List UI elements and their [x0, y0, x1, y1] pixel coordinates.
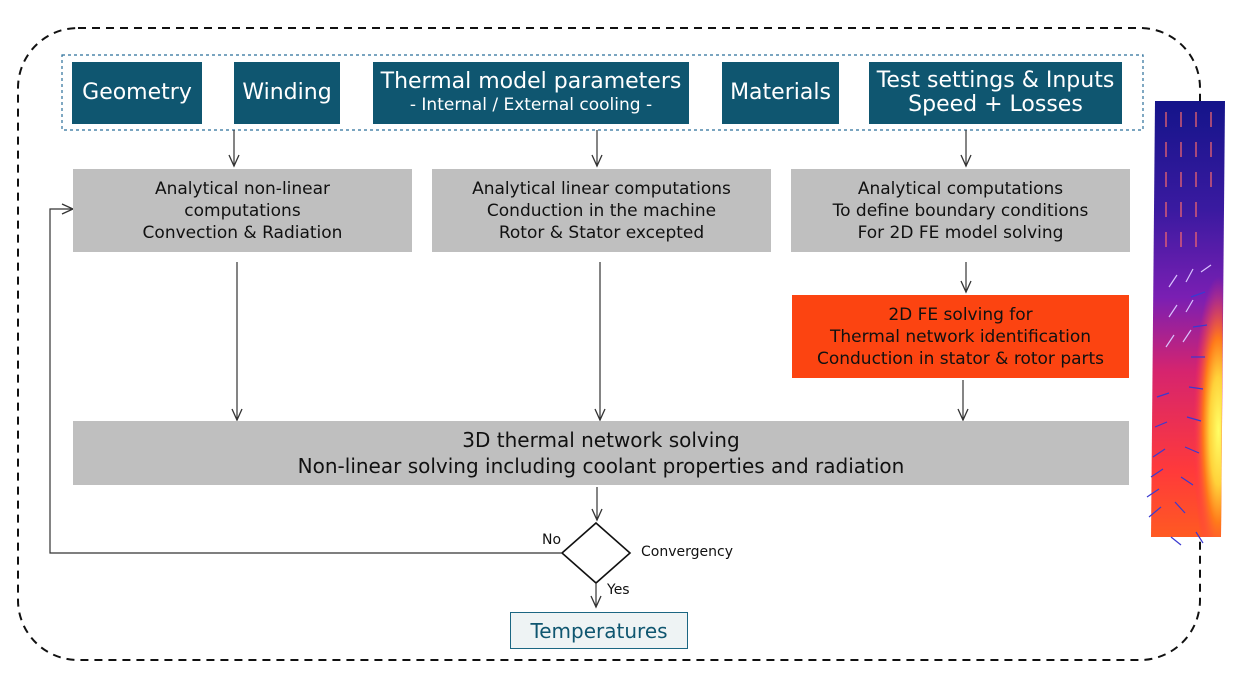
materials-label: Materials [730, 80, 831, 105]
decision-no-label: No [542, 532, 562, 548]
linear-computations-box: Analytical linear computations Conductio… [432, 169, 771, 252]
network-solving-box: 3D thermal network solving Non-linear so… [73, 421, 1129, 485]
geometry-label: Geometry [82, 80, 192, 105]
linear-line-1: Analytical linear computations [472, 178, 731, 199]
boundary-computations-box: Analytical computations To define bounda… [791, 169, 1130, 252]
fe-hot-zone [1177, 257, 1223, 537]
nonlinear-line-1: Analytical non-linear [154, 178, 331, 199]
decision-label: Convergency [641, 544, 733, 560]
network-line-1: 3D thermal network solving [462, 428, 740, 452]
thermal-params-box: Thermal model parameters - Internal / Ex… [373, 62, 689, 124]
decision-yes-label: Yes [607, 582, 630, 598]
nonlinear-computations-box: Analytical non-linear computations Conve… [73, 169, 412, 252]
boundary-line-2: To define boundary conditions [832, 200, 1089, 221]
fe-line-1: 2D FE solving for [888, 304, 1033, 325]
linear-line-3: Rotor & Stator excepted [498, 222, 705, 243]
boundary-line-1: Analytical computations [857, 178, 1064, 199]
temperatures-label: Temperatures [530, 618, 668, 643]
nonlinear-line-3: Convection & Radiation [142, 222, 343, 243]
boundary-line-3: For 2D FE model solving [857, 222, 1064, 243]
fe-flux-arrows [1146, 112, 1212, 546]
linear-line-2: Conduction in the machine [486, 200, 717, 221]
temperatures-box: Temperatures [510, 612, 688, 649]
winding-box: Winding [234, 62, 340, 124]
winding-label: Winding [242, 80, 332, 105]
feedback-loop-line [49, 203, 562, 554]
materials-box: Materials [722, 62, 839, 124]
geometry-box: Geometry [72, 62, 202, 124]
convergency-diamond [560, 521, 632, 585]
test-settings-subtitle: Speed + Losses [908, 92, 1083, 117]
fe-line-3: Conduction in stator & rotor parts [816, 348, 1105, 369]
nonlinear-line-2: computations [184, 200, 301, 221]
network-line-2: Non-linear solving including coolant pro… [297, 454, 905, 478]
inputs-dotted-frame [61, 54, 1144, 131]
fe-solving-box: 2D FE solving for Thermal network identi… [792, 295, 1129, 378]
thermal-params-title: Thermal model parameters [380, 69, 682, 94]
test-settings-title: Test settings & Inputs [876, 68, 1115, 93]
fe-line-2: Thermal network identification [829, 326, 1092, 347]
fe-heatmap-image [1146, 101, 1225, 546]
test-settings-box: Test settings & Inputs Speed + Losses [869, 62, 1122, 124]
thermal-params-subtitle: - Internal / External cooling - [409, 95, 653, 115]
